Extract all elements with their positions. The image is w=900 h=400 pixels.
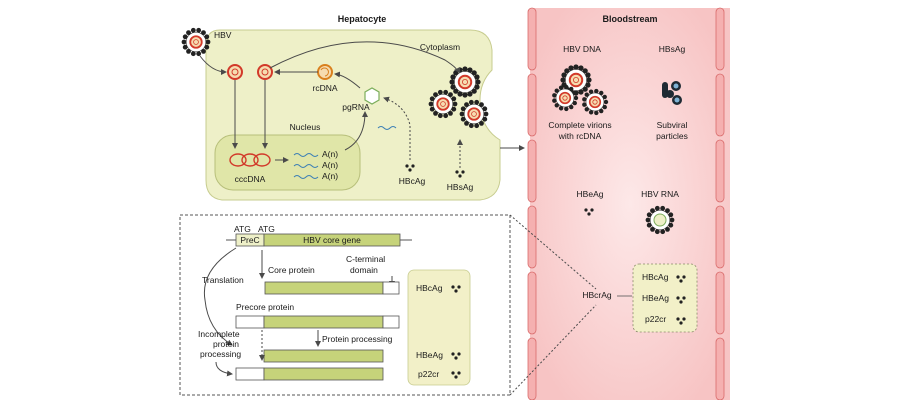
bloodstream-title: Bloodstream [602,14,657,24]
cccdna-label: cccDNA [235,174,266,184]
core-gene-label: HBV core gene [303,235,361,245]
vessel-wall-right [715,7,725,400]
c-terminal-line2: domain [350,265,378,275]
hepatocyte-panel: Hepatocyte Cytoplasm Nucleus HBV rcDNA [181,14,525,201]
hbcrag-box-hbeag: HBeAg [642,293,669,303]
hbv-virion-icon [181,27,211,57]
core-protein-label: Core protein [268,265,315,275]
transcripts-icon [293,153,319,179]
hbv-rna-virion-icon [645,205,675,235]
complete-virions-icon [552,64,609,116]
core-protein-bar [264,281,384,295]
hbcrag-dots-icon [676,275,686,325]
prec-label: PreC [240,235,259,245]
cccdna-icon [229,153,271,167]
capsid-entry-icon [227,64,243,80]
capsid-recycle-icon [257,64,273,80]
polya-3: A(n) [322,171,338,181]
hbeag-dots-icon [584,208,594,216]
precore-protein-bar [263,315,384,329]
blood-hbsag-label: HBsAg [659,44,686,54]
secreted-virions-icon [428,66,489,129]
hbv-dna-label: HBV DNA [563,44,601,54]
precore-protein-label: Precore protein [236,302,294,312]
product-dots-icon [451,285,461,379]
hbv-rna-label: HBV RNA [641,189,679,199]
incomplete-line3: processing [200,349,241,359]
hepatocyte-title: Hepatocyte [338,14,387,24]
vessel-wall-left [527,7,537,400]
atg-label-2: ATG [258,224,275,234]
hbcrag-box-hbcag: HBcAg [642,272,669,282]
rcdna-label: rcDNA [312,83,337,93]
hbsag-dots-icon [455,170,465,178]
polya-1: A(n) [322,149,338,159]
incomplete-line1: Incomplete [198,329,240,339]
incomplete-line2: protein [213,339,239,349]
pgrna-capsid-icon [364,87,380,105]
complete-virions-line2: with rcDNA [558,131,602,141]
core-gene-segment [263,233,401,247]
hbcrag-label: HBcrAg [582,290,612,300]
hbcrag-box-p22cr: p22cr [645,314,666,324]
cytoplasm-rna-icon [377,126,397,130]
pgrna-label: pgRNA [342,102,370,112]
cytoplasm-label: Cytoplasm [420,42,460,52]
rcdna-capsid-icon [317,64,333,80]
gene-panel: ATG ATG PreC HBV core gene Translation C… [179,214,597,396]
cell-hbsag-label: HBsAg [447,182,474,192]
translation-label: Translation [202,275,244,285]
product-hbeag: HBeAg [416,350,443,360]
hbv-label: HBV [214,30,232,40]
product-p22cr: p22cr [418,369,439,379]
subviral-line2: particles [656,131,688,141]
protein-processing-label: Protein processing [322,334,393,344]
bloodstream-panel: Bloodstream HBV DNA HBsAg Complete virio… [527,7,730,400]
subviral-particles-icon [662,81,682,105]
hbcrag-box: HBcAg HBeAg p22cr [632,263,698,333]
incomplete-protein-bar [263,367,384,381]
polya-2: A(n) [322,160,338,170]
hbcag-dots-icon [405,164,415,172]
processed-protein-bar [263,349,384,363]
subviral-line1: Subviral [657,120,688,130]
blood-hbeag-label: HBeAg [577,189,604,199]
cell-hbcag-label: HBcAg [399,176,426,186]
complete-virions-line1: Complete virions [548,120,611,130]
nucleus-label: Nucleus [290,122,321,132]
atg-label-1: ATG [234,224,251,234]
gene-products-box [407,269,471,386]
product-hbcag: HBcAg [416,283,443,293]
c-terminal-line1: C-terminal [346,254,385,264]
